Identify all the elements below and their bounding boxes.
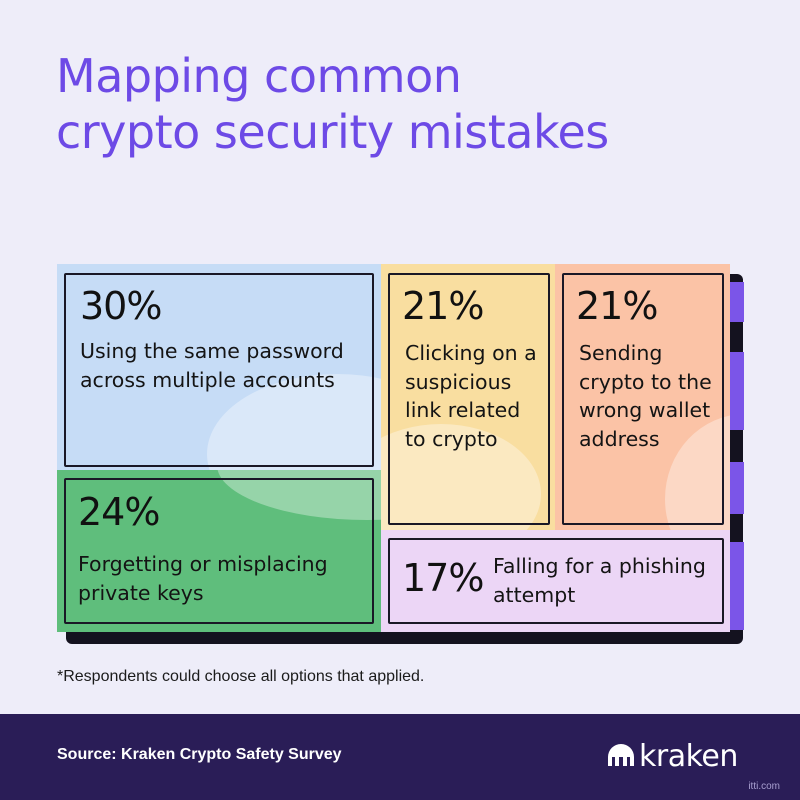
source-text: Source: Kraken Crypto Safety Survey xyxy=(57,746,342,763)
tile-value: 21% xyxy=(402,284,484,328)
tile-frame xyxy=(388,538,724,624)
tile-frame xyxy=(562,273,724,525)
kraken-icon xyxy=(608,744,634,766)
stripe-decoration xyxy=(730,282,744,322)
tile-label: Falling for a phishing attempt xyxy=(493,554,706,607)
footnote: *Respondents could choose all options th… xyxy=(57,668,425,685)
logo-wordmark: kraken xyxy=(639,738,738,774)
tile-value: 30% xyxy=(80,284,162,328)
tile-frame xyxy=(64,478,374,624)
treemap-tile-private-keys: 24% Forgetting or misplacing private key… xyxy=(57,470,381,632)
kraken-logo: kraken xyxy=(606,736,738,776)
tile-value: 24% xyxy=(78,490,160,534)
tile-label: Forgetting or misplacing private keys xyxy=(78,552,328,605)
tile-value: 21% xyxy=(576,284,658,328)
watermark: itti.com xyxy=(748,781,780,792)
tile-frame xyxy=(64,273,374,467)
tile-label: Sending crypto to the wrong wallet addre… xyxy=(579,341,712,451)
footer: Source: Kraken Crypto Safety Survey krak… xyxy=(0,714,800,800)
stripe-decoration xyxy=(730,462,744,514)
tile-value: 17% xyxy=(402,556,484,600)
tile-label: Using the same password across multiple … xyxy=(80,339,344,392)
treemap-tile-suspicious-link: 21% Clicking on a suspicious link relate… xyxy=(381,264,555,530)
treemap-tile-wrong-address: 21% Sending crypto to the wrong wallet a… xyxy=(555,264,730,530)
tile-label: Clicking on a suspicious link related to… xyxy=(405,341,537,451)
treemap: 30% Using the same password across multi… xyxy=(57,264,730,632)
tile-frame xyxy=(388,273,550,525)
treemap-tile-password-reuse: 30% Using the same password across multi… xyxy=(57,264,381,470)
stripe-decoration xyxy=(730,542,744,630)
stripe-decoration xyxy=(730,352,744,430)
page-title: Mapping common crypto security mistakes xyxy=(56,49,609,159)
treemap-tile-phishing: 17% Falling for a phishing attempt xyxy=(381,530,730,632)
